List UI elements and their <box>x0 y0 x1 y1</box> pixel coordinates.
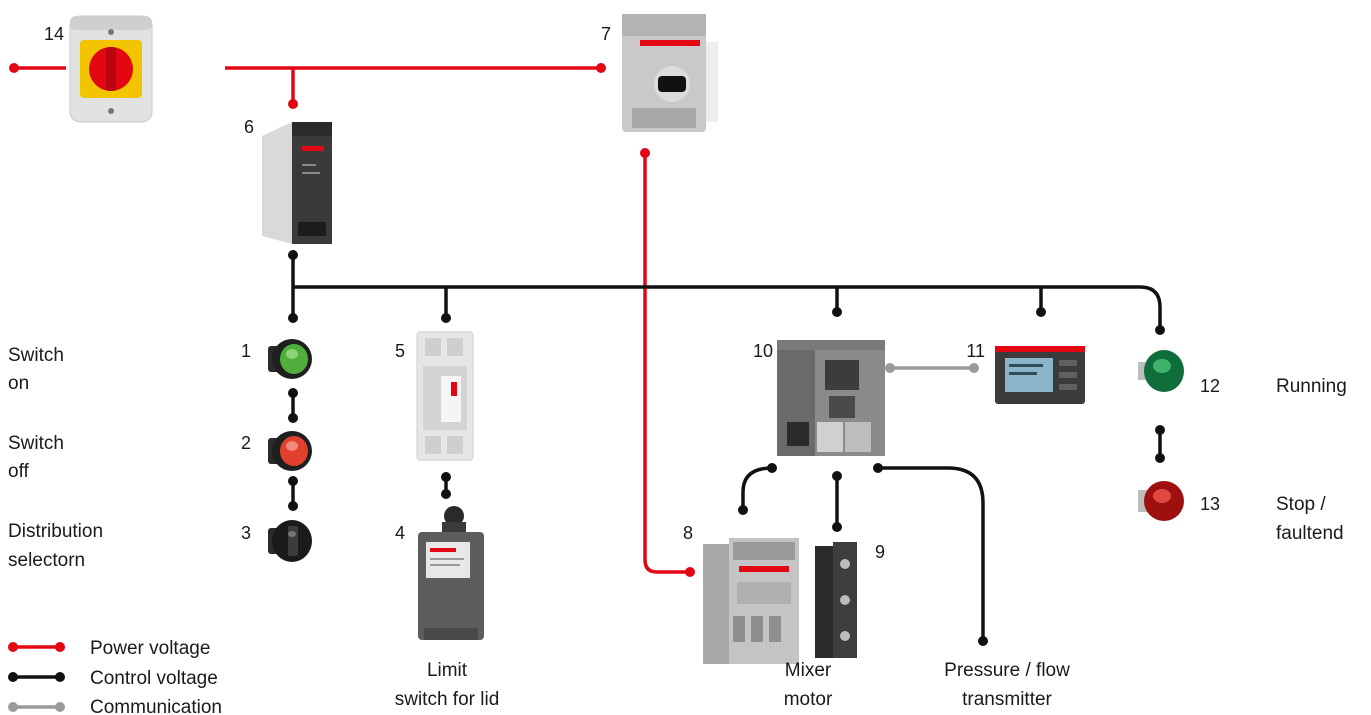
power-wires <box>9 63 695 577</box>
number-12: 12 <box>1200 376 1220 396</box>
limit-switch-icon <box>418 506 484 640</box>
number-14: 14 <box>44 24 64 44</box>
label-switch-off-2: off <box>8 461 30 482</box>
number-10: 10 <box>753 341 773 361</box>
auxiliary-contact-icon <box>815 542 857 658</box>
number-6: 6 <box>244 117 254 137</box>
contactor-icon <box>703 538 799 664</box>
legend-control: Control voltage <box>8 668 218 689</box>
label-stop-1: Stop / <box>1276 494 1326 515</box>
number-9: 9 <box>875 542 885 562</box>
communication-wires <box>885 363 979 373</box>
relay-icon <box>417 332 473 460</box>
hmi-panel-icon <box>995 346 1085 404</box>
label-switch-on-2: on <box>8 373 29 394</box>
label-limit-1: Limit <box>427 660 468 681</box>
number-5: 5 <box>395 341 405 361</box>
number-1: 1 <box>241 341 251 361</box>
motor-protection-breaker-icon <box>622 14 718 132</box>
label-transmitter-2: transmitter <box>962 689 1052 710</box>
main-switch-icon <box>70 16 152 122</box>
label-transmitter-1: Pressure / flow <box>944 660 1070 681</box>
green-pilot-light-icon <box>1138 350 1184 392</box>
label-mixer-2: motor <box>784 689 833 710</box>
plc-icon <box>777 340 885 456</box>
number-2: 2 <box>241 433 251 453</box>
selector-switch-icon <box>268 520 312 562</box>
number-13: 13 <box>1200 494 1220 514</box>
legend-power-label: Power voltage <box>90 638 210 659</box>
legend: Power voltage Control voltage Communicat… <box>8 638 222 715</box>
legend-communication: Communication <box>8 697 222 715</box>
number-8: 8 <box>683 523 693 543</box>
number-4: 4 <box>395 523 405 543</box>
label-mixer-1: Mixer <box>785 660 832 681</box>
legend-control-label: Control voltage <box>90 668 218 689</box>
number-11: 11 <box>966 341 985 361</box>
number-7: 7 <box>601 24 611 44</box>
red-pushbutton-icon <box>268 431 312 471</box>
legend-communication-label: Communication <box>90 697 222 715</box>
label-switch-off-1: Switch <box>8 433 64 454</box>
label-distribution-2: selectorn <box>8 550 85 571</box>
power-supply-icon <box>262 122 332 244</box>
label-limit-2: switch for lid <box>395 689 500 710</box>
label-distribution-1: Distribution <box>8 521 103 542</box>
label-switch-on-1: Switch <box>8 345 64 366</box>
red-pilot-light-icon <box>1138 481 1184 521</box>
legend-power: Power voltage <box>8 638 210 659</box>
green-pushbutton-icon <box>268 339 312 379</box>
number-3: 3 <box>241 523 251 543</box>
label-stop-2: faultend <box>1276 523 1344 544</box>
label-running: Running <box>1276 376 1347 397</box>
